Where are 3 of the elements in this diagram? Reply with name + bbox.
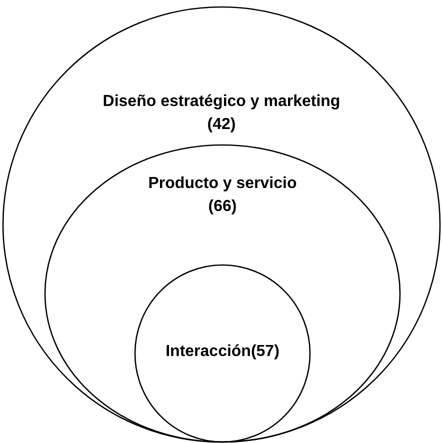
circle-label: Diseño estratégico y marketing (42)	[102, 92, 342, 136]
circle-label: Interacción(57)	[164, 342, 280, 362]
circle-label: Producto y servicio (66)	[148, 174, 298, 218]
